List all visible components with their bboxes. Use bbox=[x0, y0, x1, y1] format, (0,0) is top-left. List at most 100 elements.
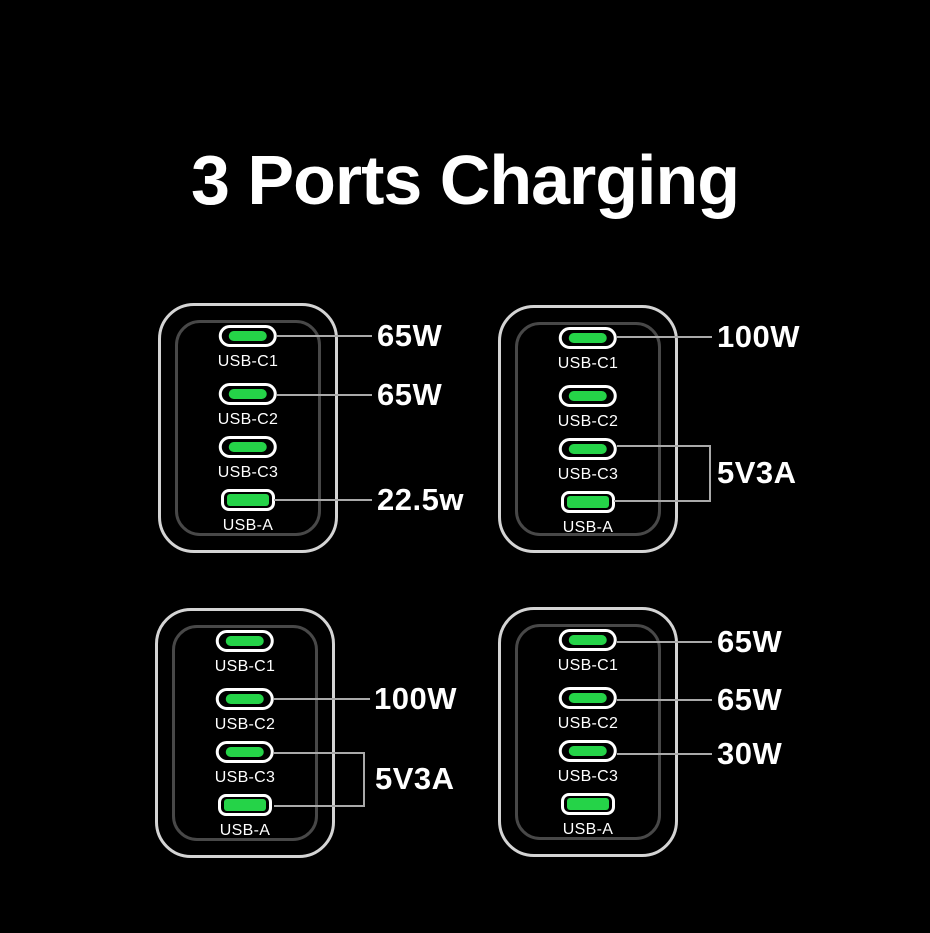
usb-a-port-icon bbox=[221, 489, 275, 511]
port-pin-icon bbox=[225, 636, 264, 646]
usb-c-port-icon bbox=[558, 687, 617, 709]
charger-bottom-left: USB-C1 USB-C2 USB-C3 USB-A bbox=[155, 608, 335, 858]
port-pin-icon bbox=[227, 494, 269, 506]
leader-line bbox=[274, 698, 370, 700]
bracket-line bbox=[614, 500, 711, 502]
port-usb-c3: USB-C3 bbox=[215, 741, 275, 787]
port-pin-icon bbox=[567, 798, 609, 810]
bracket-line bbox=[274, 752, 365, 754]
port-label: USB-C2 bbox=[557, 413, 619, 430]
port-usb-a: USB-A bbox=[221, 489, 275, 535]
port-usb-c2: USB-C2 bbox=[215, 688, 275, 734]
bracket-line bbox=[617, 445, 711, 447]
port-pin-icon bbox=[568, 391, 607, 401]
charger-bottom-right: USB-C1 USB-C2 USB-C3 USB-A bbox=[498, 607, 678, 857]
leader-line bbox=[274, 499, 372, 501]
port-label: USB-A bbox=[222, 517, 274, 534]
port-usb-c2: USB-C2 bbox=[558, 687, 618, 733]
usb-c-port-icon bbox=[218, 325, 277, 347]
port-label: USB-C3 bbox=[214, 769, 276, 786]
charger-outline: USB-C1 USB-C2 USB-C3 USB-A bbox=[158, 303, 338, 553]
port-label: USB-C2 bbox=[214, 716, 276, 733]
port-usb-c1: USB-C1 bbox=[215, 630, 275, 676]
leader-line bbox=[617, 641, 712, 643]
port-pin-icon bbox=[228, 331, 267, 341]
charger-inner-outline bbox=[172, 625, 318, 841]
port-usb-c2: USB-C2 bbox=[558, 385, 618, 431]
charger-top-right: USB-C1 USB-C2 USB-C3 USB-A bbox=[498, 305, 678, 553]
port-pin-icon bbox=[568, 333, 607, 343]
port-usb-c3: USB-C3 bbox=[218, 436, 278, 482]
port-pin-icon bbox=[225, 747, 264, 757]
port-pin-icon bbox=[568, 635, 607, 645]
port-label: USB-C3 bbox=[217, 464, 279, 481]
port-pin-icon bbox=[567, 496, 609, 508]
usb-c-port-icon bbox=[558, 385, 617, 407]
port-label: USB-C1 bbox=[214, 658, 276, 675]
usb-a-port-icon bbox=[218, 794, 272, 816]
charger-inner-outline bbox=[515, 624, 661, 840]
port-label: USB-C3 bbox=[557, 768, 619, 785]
wattage-label: 100W bbox=[717, 319, 800, 354]
port-usb-c3: USB-C3 bbox=[558, 740, 618, 786]
bracket-vertical-line bbox=[709, 445, 711, 502]
usb-c-port-icon bbox=[215, 688, 274, 710]
leader-line bbox=[277, 394, 372, 396]
charger-outline: USB-C1 USB-C2 USB-C3 USB-A bbox=[498, 607, 678, 857]
wattage-label: 30W bbox=[717, 736, 783, 771]
port-pin-icon bbox=[568, 693, 607, 703]
usb-c-port-icon bbox=[558, 740, 617, 762]
port-usb-a: USB-A bbox=[561, 793, 615, 839]
usb-c-port-icon bbox=[215, 741, 274, 763]
usb-c-port-icon bbox=[558, 438, 617, 460]
port-pin-icon bbox=[568, 746, 607, 756]
port-label: USB-C2 bbox=[557, 715, 619, 732]
page-title: 3 Ports Charging bbox=[191, 141, 740, 219]
leader-line bbox=[617, 336, 712, 338]
wattage-label: 65W bbox=[377, 377, 443, 412]
wattage-label: 5V3A bbox=[717, 455, 797, 490]
port-label: USB-A bbox=[219, 822, 271, 839]
usb-c-port-icon bbox=[558, 327, 617, 349]
port-pin-icon bbox=[225, 694, 264, 704]
charger-top-left: USB-C1 USB-C2 USB-C3 USB-A bbox=[158, 303, 338, 553]
port-usb-a: USB-A bbox=[561, 491, 615, 537]
port-usb-a: USB-A bbox=[218, 794, 272, 840]
charger-outline: USB-C1 USB-C2 USB-C3 USB-A bbox=[498, 305, 678, 553]
bracket-vertical-line bbox=[363, 752, 365, 807]
wattage-label: 5V3A bbox=[375, 761, 455, 796]
port-label: USB-C3 bbox=[557, 466, 619, 483]
port-label: USB-C2 bbox=[217, 411, 279, 428]
wattage-label: 65W bbox=[377, 318, 443, 353]
port-label: USB-C1 bbox=[217, 353, 279, 370]
usb-c-port-icon bbox=[218, 436, 277, 458]
wattage-label: 100W bbox=[374, 681, 457, 716]
port-label: USB-C1 bbox=[557, 355, 619, 372]
wattage-label: 65W bbox=[717, 624, 783, 659]
charger-inner-outline bbox=[175, 320, 321, 536]
leader-line bbox=[617, 699, 712, 701]
port-usb-c1: USB-C1 bbox=[558, 629, 618, 675]
port-label: USB-C1 bbox=[557, 657, 619, 674]
port-pin-icon bbox=[568, 444, 607, 454]
port-label: USB-A bbox=[562, 821, 614, 838]
port-label: USB-A bbox=[562, 519, 614, 536]
port-pin-icon bbox=[224, 799, 266, 811]
port-usb-c1: USB-C1 bbox=[218, 325, 278, 371]
port-usb-c2: USB-C2 bbox=[218, 383, 278, 429]
leader-line bbox=[617, 753, 712, 755]
bracket-line bbox=[274, 805, 365, 807]
charger-inner-outline bbox=[515, 322, 661, 536]
wattage-label: 22.5w bbox=[377, 482, 464, 517]
usb-c-port-icon bbox=[215, 630, 274, 652]
charger-outline: USB-C1 USB-C2 USB-C3 USB-A bbox=[155, 608, 335, 858]
usb-c-port-icon bbox=[218, 383, 277, 405]
port-pin-icon bbox=[228, 442, 267, 452]
port-usb-c3: USB-C3 bbox=[558, 438, 618, 484]
port-usb-c1: USB-C1 bbox=[558, 327, 618, 373]
usb-a-port-icon bbox=[561, 793, 615, 815]
usb-a-port-icon bbox=[561, 491, 615, 513]
leader-line bbox=[277, 335, 372, 337]
port-pin-icon bbox=[228, 389, 267, 399]
